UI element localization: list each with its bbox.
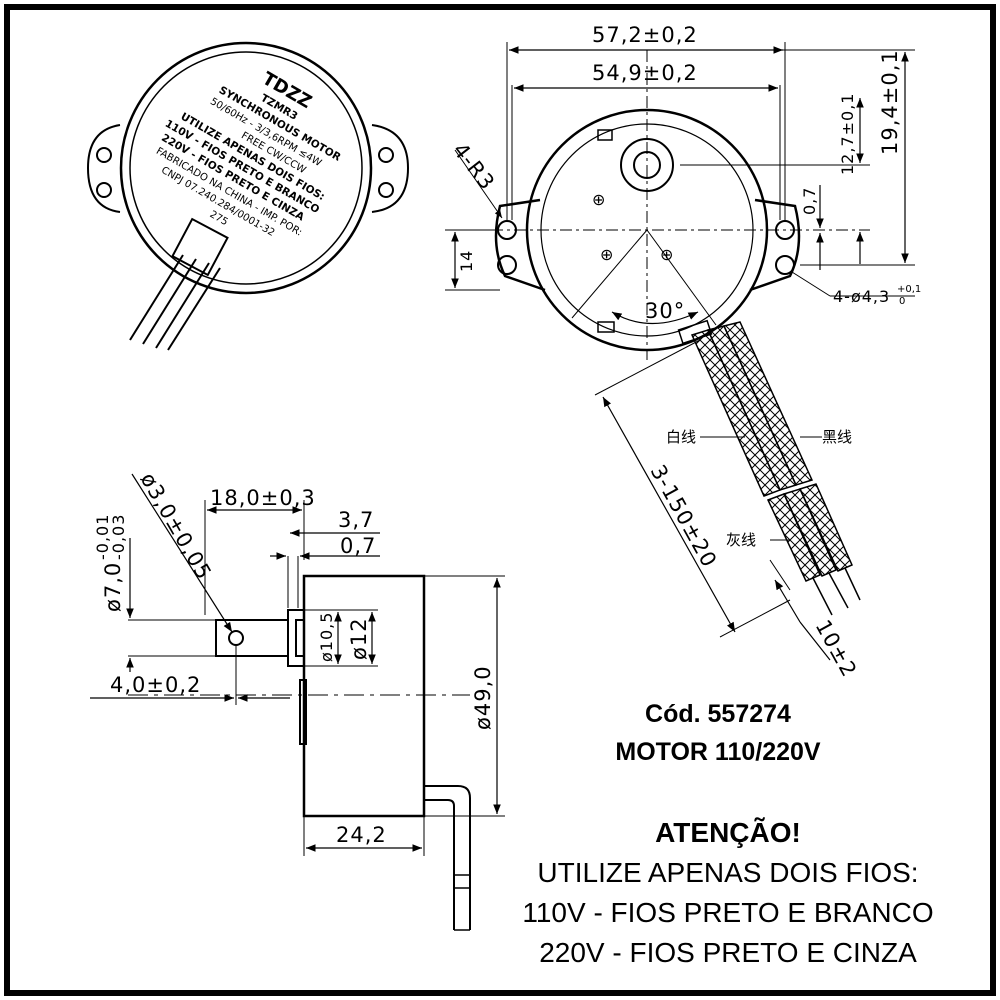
dim-shaft-offset: 12,7±0,1 xyxy=(838,93,857,175)
dim-holes-tol-lower: 0 xyxy=(899,296,905,307)
attention-line-1: UTILIZE APENAS DOIS FIOS: xyxy=(537,857,918,888)
dim-pin-hole: ø3,0±0,05 xyxy=(136,469,217,585)
sheet-frame xyxy=(4,4,996,996)
dim-body-depth: 24,2 xyxy=(336,823,387,847)
dim-wire-strip: 10±2 xyxy=(811,616,862,682)
wire-gray-label: 灰线 xyxy=(726,531,756,549)
wire-white-label: 白线 xyxy=(666,428,696,446)
attention-line-2: 110V - FIOS PRETO E BRANCO xyxy=(522,897,933,928)
dim-radius: 4-R3 xyxy=(448,138,499,194)
dim-shaft-len: 18,0±0,3 xyxy=(210,486,316,510)
dim-body-dia: ø49,0 xyxy=(471,665,495,730)
wire-bundle xyxy=(677,319,861,616)
side-wires xyxy=(424,785,471,931)
svg-text:⊕: ⊕ xyxy=(592,190,606,209)
dim-hole-span: 54,9±0,2 xyxy=(592,61,698,85)
attention-line-3: 220V - FIOS PRETO E CINZA xyxy=(539,937,917,968)
dim-small: 0,7 xyxy=(800,187,819,215)
dim-hub-dia: ø12 xyxy=(347,617,371,660)
dim-shaft-dia-tol-upper: -0,01 xyxy=(93,514,112,560)
dim-holes-base: 4-ø4,3 xyxy=(833,287,890,306)
motor-label-view: TDZZ TZMR3 SYNCHRONOUS MOTOR 50/60Hz - 3… xyxy=(86,41,410,351)
dim-angle: 30° xyxy=(645,299,685,323)
product-code: Cód. 557274 xyxy=(645,700,791,728)
svg-text:⊕: ⊕ xyxy=(660,245,674,264)
motor-voltage: MOTOR 110/220V xyxy=(615,738,821,766)
dim-flange: 0,7 xyxy=(340,534,376,558)
dim-boss-len: 3,7 xyxy=(338,508,374,532)
dim-shaft-dia-tol-lower: -0,03 xyxy=(109,514,128,560)
info-block: Cód. 557274 MOTOR 110/220V ATENÇÃO! UTIL… xyxy=(522,700,933,968)
dim-height-total: 19,4±0,1 xyxy=(878,49,902,155)
dim-pin-pos: 4,0±0,2 xyxy=(110,673,201,697)
side-view: ø7,0 -0,01 -0,03 ø3,0±0,05 18,0±0,3 3,7 … xyxy=(90,469,505,931)
attention-heading: ATENÇÃO! xyxy=(655,817,801,848)
dim-wire-length: 3-150±20 xyxy=(646,461,722,572)
label-wires xyxy=(129,254,221,351)
svg-text:⊕: ⊕ xyxy=(600,245,614,264)
wire-black-label: 黑线 xyxy=(822,428,852,446)
dim-boss-dia: ø10,5 xyxy=(317,612,336,662)
dim-shaft-dia: ø7,0 xyxy=(101,562,125,612)
top-view: ⊕ ⊕ ⊕ 30° 57,2±0,2 54,9±0,2 19,4±0,1 12,… xyxy=(445,23,921,681)
dim-tab-height: 14 xyxy=(457,250,476,272)
dim-holes-tol-upper: +0,1 xyxy=(897,284,921,295)
dim-outer-width: 57,2±0,2 xyxy=(592,23,698,47)
